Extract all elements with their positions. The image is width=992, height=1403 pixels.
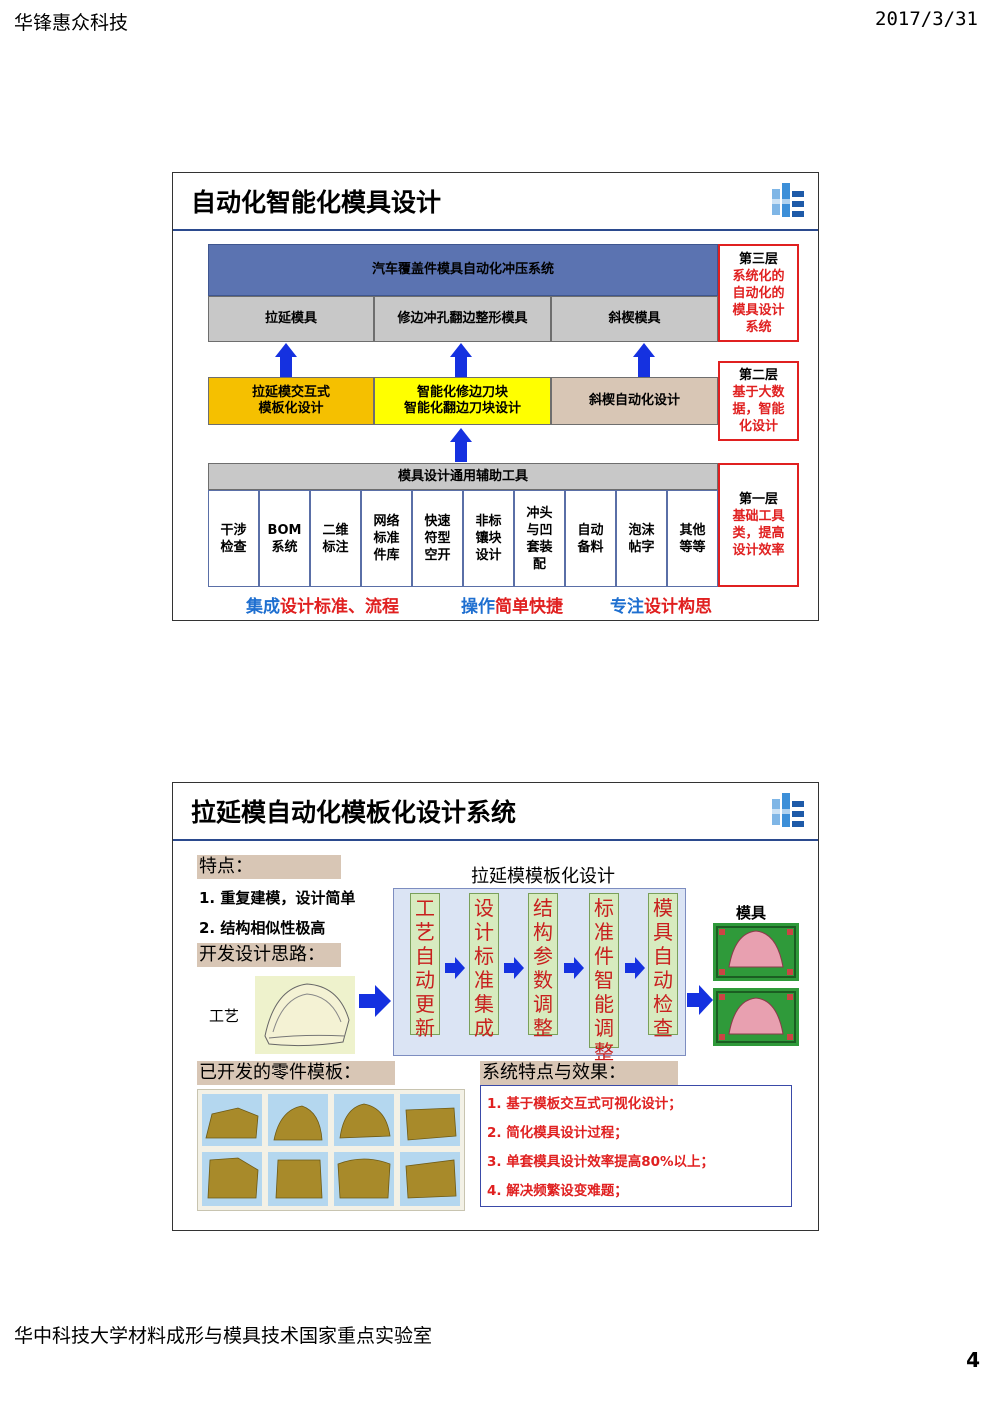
template-gallery — [197, 1089, 465, 1211]
templates-label: 已开发的零件模板： — [197, 1061, 395, 1085]
flow-step: 模具自动检查 — [648, 893, 678, 1040]
tool-item: 干涉 检查 — [208, 490, 259, 587]
tool-item: 快速 符型 空开 — [412, 490, 463, 587]
footer-lab: 华中科技大学材料成形与模具技术国家重点实验室 — [14, 1325, 433, 1347]
template-thumbnails-image — [202, 1094, 460, 1206]
layer-desc: 基础工具 类，提高 设计效率 — [732, 509, 785, 558]
module-cam: 斜楔模具 — [551, 296, 718, 342]
arrow-right-icon — [445, 957, 465, 979]
mid-cam-auto: 斜楔自动化设计 — [551, 377, 718, 425]
effect-item: 2. 简化模具设计过程； — [487, 1125, 628, 1141]
tool-item: 二维 标注 — [310, 490, 361, 587]
arrow-right-icon — [564, 957, 584, 979]
feature-item: 2. 结构相似性极高 — [199, 919, 326, 937]
effect-item: 4. 解决频繁设变难题； — [487, 1183, 628, 1199]
mid-draw-template: 拉延模交互式 模板化设计 — [208, 377, 374, 425]
tool-item: BOM 系统 — [259, 490, 310, 587]
arrow-right-icon — [359, 985, 391, 1017]
tool-item: 冲头 与凹 套装 配 — [514, 490, 565, 587]
layer-desc: 基于大数 据，智能 化设计 — [732, 385, 785, 434]
top-system-bar: 汽车覆盖件模具自动化冲压系统 — [208, 244, 718, 296]
company-logo-icon — [772, 183, 804, 217]
hood-part-image — [255, 976, 355, 1054]
layer-name: 第二层 — [738, 368, 778, 383]
slogan-operate: 操作简单快捷 — [461, 597, 563, 617]
layer-name: 第三层 — [738, 251, 778, 267]
arrow-up-icon — [450, 343, 472, 377]
tool-item: 网络 标准 件库 — [361, 490, 412, 587]
slide-draw-die-template-system: 拉延模自动化模板化设计系统 特点： 1. 重复建模，设计简单 2. 结构相似性极… — [172, 782, 819, 1231]
module-trim: 修边冲孔翻边整形模具 — [374, 296, 551, 342]
die-image — [713, 923, 799, 981]
layer-desc: 系统化的 自动化的 模具设计 系统 — [732, 268, 785, 335]
effects-label: 系统特点与效果： — [480, 1061, 678, 1085]
tool-item: 非标 镶块 设计 — [463, 490, 514, 587]
title-rule — [173, 839, 818, 841]
effects-box: 1. 基于模板交互式可视化设计； 2. 简化模具设计过程； 3. 单套模具设计效… — [480, 1085, 792, 1207]
flow-step: 标准件智能调整 — [589, 893, 619, 1064]
flow-step: 设计标准集成 — [469, 893, 499, 1040]
tool-item: 其他 等等 — [667, 490, 718, 587]
effect-item: 3. 单套模具设计效率提高80%以上； — [487, 1154, 715, 1170]
slogan-focus: 专注设计构思 — [610, 597, 712, 617]
idea-label: 开发设计思路： — [197, 943, 341, 967]
slide-intelligent-die-design: 自动化智能化模具设计 汽车覆盖件模具自动化冲压系统 拉延模具 修边冲孔翻边整形模… — [172, 172, 819, 621]
slide-title: 拉延模自动化模板化设计系统 — [191, 798, 517, 827]
arrow-up-icon — [450, 428, 472, 462]
header-date: 2017/3/31 — [875, 8, 978, 30]
flow-step: 结构参数调整 — [528, 893, 558, 1040]
layer-3-box: 第三层 系统化的 自动化的 模具设计 系统 — [718, 244, 799, 342]
page-number: 4 — [966, 1348, 980, 1372]
tools-title-bar: 模具设计通用辅助工具 — [208, 463, 718, 490]
features-label: 特点： — [197, 855, 341, 879]
feature-item: 1. 重复建模，设计简单 — [199, 889, 356, 907]
flow-title: 拉延模模板化设计 — [471, 866, 615, 887]
title-rule — [173, 229, 818, 231]
layer-name: 第一层 — [738, 492, 778, 507]
arrow-right-icon — [687, 985, 713, 1015]
flow-step: 工艺自动更新 — [410, 893, 440, 1040]
die-label: 模具 — [736, 904, 767, 922]
effect-item: 1. 基于模板交互式可视化设计； — [487, 1096, 682, 1112]
slogan-integrate: 集成设计标准、流程 — [246, 597, 399, 617]
process-label: 工艺 — [209, 1007, 240, 1025]
mid-smart-blade: 智能化修边刀块 智能化翻边刀块设计 — [374, 377, 551, 425]
company-logo-icon — [772, 793, 804, 827]
die-image — [713, 988, 799, 1046]
arrow-up-icon — [633, 343, 655, 377]
tool-item: 泡沫 帖字 — [616, 490, 667, 587]
layer-2-box: 第二层 基于大数 据，智能 化设计 — [718, 361, 799, 441]
module-draw: 拉延模具 — [208, 296, 374, 342]
arrow-right-icon — [504, 957, 524, 979]
layer-1-box: 第一层 基础工具 类，提高 设计效率 — [718, 463, 799, 587]
tool-item: 自动 备料 — [565, 490, 616, 587]
arrow-up-icon — [275, 343, 297, 377]
slide-title: 自动化智能化模具设计 — [191, 188, 442, 217]
arrow-right-icon — [625, 957, 645, 979]
header-company: 华锋惠众科技 — [14, 12, 129, 34]
